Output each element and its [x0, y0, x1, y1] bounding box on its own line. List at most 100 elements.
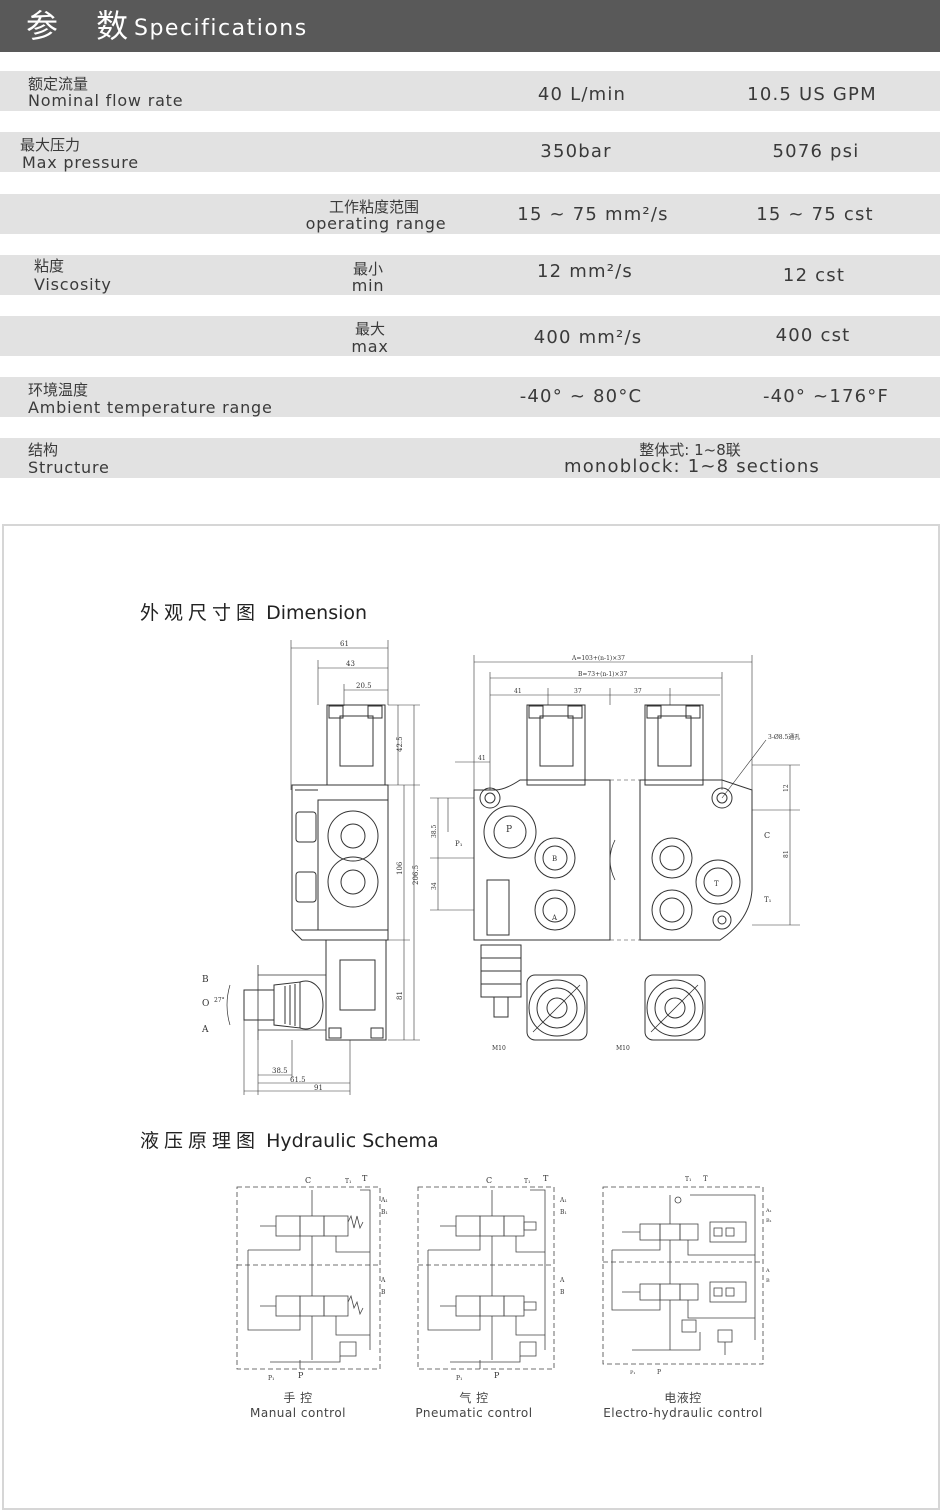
- front-dim-a: A=103+(n-1)×37: [571, 655, 625, 662]
- visc-operating-label-en: operating range: [305, 214, 447, 233]
- side-dim-43: 43: [346, 660, 355, 668]
- front-dim-37a: 37: [574, 688, 582, 695]
- front-dim-12: 12: [783, 784, 790, 792]
- front-dim-385: 38.5: [431, 824, 438, 838]
- temperature-imperial: -40° ~176°F: [762, 386, 890, 407]
- pressure-label-en: Max pressure: [22, 153, 139, 172]
- front-dim-81: 81: [783, 850, 790, 858]
- front-port-p1: P₁: [455, 840, 463, 848]
- lever-dim-91: 91: [314, 1084, 323, 1092]
- lever-dim-615: 61.5: [290, 1076, 306, 1084]
- flow-metric: 40 L/min: [537, 84, 627, 105]
- side-dim-61: 61: [340, 640, 349, 648]
- front-port-a: A: [551, 914, 558, 922]
- viscosity-label-en: Viscosity: [34, 275, 112, 294]
- front-dim-34: 34: [431, 882, 438, 890]
- structure-label-cn: 结构: [28, 441, 59, 459]
- temperature-label-en: Ambient temperature range: [28, 398, 273, 417]
- front-dim-37b: 37: [634, 688, 642, 695]
- schema-title-cn: 液压原理图: [140, 1130, 261, 1152]
- schema-manual: C T₁ T A₁ B₁ A B P P₁: [236, 1174, 388, 1382]
- spec-row-viscosity-max: [0, 316, 940, 356]
- side-dim-205: 20.5: [356, 682, 372, 690]
- electro-port-a: A: [765, 1268, 770, 1274]
- pneumatic-caption-en: Pneumatic control: [415, 1406, 533, 1420]
- manual-port-t: T: [362, 1174, 368, 1183]
- drawing-panel: [2, 524, 940, 1510]
- dimension-title-en: Dimension: [266, 602, 368, 624]
- structure-value-en: monoblock: 1~8 sections: [563, 456, 821, 477]
- electro-port-a1: A₁: [765, 1208, 772, 1214]
- schema-title-en: Hydraulic Schema: [266, 1130, 439, 1152]
- pneumatic-port-b: B: [560, 1289, 565, 1296]
- visc-min-label-en: min: [351, 276, 385, 295]
- pressure-metric: 350bar: [540, 141, 612, 162]
- flow-label-en: Nominal flow rate: [28, 91, 184, 110]
- structure-value-cn: 整体式: 1~8联: [639, 441, 741, 459]
- pneumatic-port-b1: B₁: [560, 1209, 567, 1216]
- structure-label-en: Structure: [28, 458, 110, 477]
- lever-label-a: A: [201, 1025, 209, 1035]
- schema-pneumatic: C T₁ T A₁ B₁ A B P P₁: [417, 1174, 567, 1382]
- lever-label-o: O: [202, 999, 209, 1009]
- side-dim-2065: 206.5: [412, 865, 420, 885]
- pneumatic-caption: 气 控 Pneumatic control: [415, 1391, 532, 1421]
- flow-label-cn: 额定流量: [28, 75, 89, 93]
- electro-port-p1: P₁: [630, 1370, 635, 1376]
- pneumatic-port-p1: P₁: [456, 1375, 462, 1382]
- electro-port-b: B: [766, 1278, 770, 1284]
- side-view: 61 43 20.5 42.5 106 206.5 81: [201, 640, 420, 1095]
- front-port-p: P: [506, 825, 512, 835]
- front-dim-41: 41: [514, 688, 522, 695]
- temperature-label-cn: 环境温度: [28, 381, 89, 399]
- spec-row-viscosity-min: [0, 255, 940, 295]
- lever-label-b: B: [202, 975, 209, 985]
- electro-caption: 电液控 Electro-hydraulic control: [603, 1391, 763, 1421]
- schema-title: 液压原理图 Hydraulic Schema: [140, 1126, 439, 1153]
- visc-operating-label-cn: 工作粘度范围: [328, 198, 420, 216]
- pressure-label-cn: 最大压力: [20, 136, 81, 154]
- manual-port-a: A: [380, 1277, 386, 1284]
- side-dim-81: 81: [396, 991, 404, 1000]
- manual-caption-cn: 手 控: [283, 1391, 313, 1405]
- pneumatic-port-a: A: [559, 1277, 565, 1284]
- header-bar: 参 数 Specifications: [0, 0, 940, 52]
- header-title-en: Specifications: [134, 16, 308, 41]
- front-hole-note: 3-Ø8.5通孔: [768, 733, 800, 741]
- dimension-title: 外观尺寸图 Dimension: [140, 598, 367, 625]
- visc-operating-imperial: 15 ~ 75 cst: [756, 204, 874, 225]
- manual-port-p: P: [298, 1371, 304, 1380]
- visc-max-label-en: max: [351, 337, 389, 356]
- front-dim-b: B=73+(n-1)×37: [578, 671, 627, 678]
- front-port-c: C: [764, 831, 770, 840]
- visc-max-imperial: 400 cst: [775, 325, 851, 346]
- dimension-title-cn: 外观尺寸图: [140, 602, 261, 624]
- pneumatic-caption-cn: 气 控: [459, 1391, 489, 1405]
- front-port-t: T: [714, 880, 719, 888]
- visc-operating-metric: 15 ~ 75 mm²/s: [517, 204, 669, 225]
- front-port-b: B: [552, 855, 557, 863]
- schema-electro: T₁ T A₁ B₁ A B P P₁: [602, 1175, 772, 1376]
- manual-caption-en: Manual control: [249, 1406, 347, 1420]
- pneumatic-port-t1: T₁: [524, 1178, 530, 1185]
- pneumatic-port-p: P: [494, 1371, 500, 1380]
- visc-min-label-cn: 最小: [352, 260, 384, 278]
- visc-max-label-cn: 最大: [354, 320, 386, 338]
- visc-max-metric: 400 mm²/s: [533, 327, 643, 348]
- spec-row-pressure: [0, 132, 940, 172]
- header-title-cn: 参 数: [26, 7, 143, 45]
- electro-port-t1: T₁: [685, 1176, 691, 1183]
- manual-port-b: B: [381, 1289, 386, 1296]
- electro-port-t: T: [703, 1175, 708, 1183]
- front-view: A=103+(n-1)×37 B=73+(n-1)×37 41 37 37 P …: [430, 655, 800, 1052]
- manual-port-c: C: [305, 1176, 311, 1185]
- front-thread-1: M10: [492, 1045, 506, 1052]
- manual-port-a1: A₁: [380, 1197, 388, 1204]
- side-dim-425: 42.5: [396, 736, 404, 752]
- spec-row-structure: [0, 438, 940, 478]
- flow-imperial: 10.5 US GPM: [747, 84, 877, 105]
- manual-port-p1: P₁: [268, 1375, 274, 1382]
- electro-caption-en: Electro-hydraulic control: [603, 1406, 763, 1420]
- front-dim-41-left: 41: [478, 755, 486, 762]
